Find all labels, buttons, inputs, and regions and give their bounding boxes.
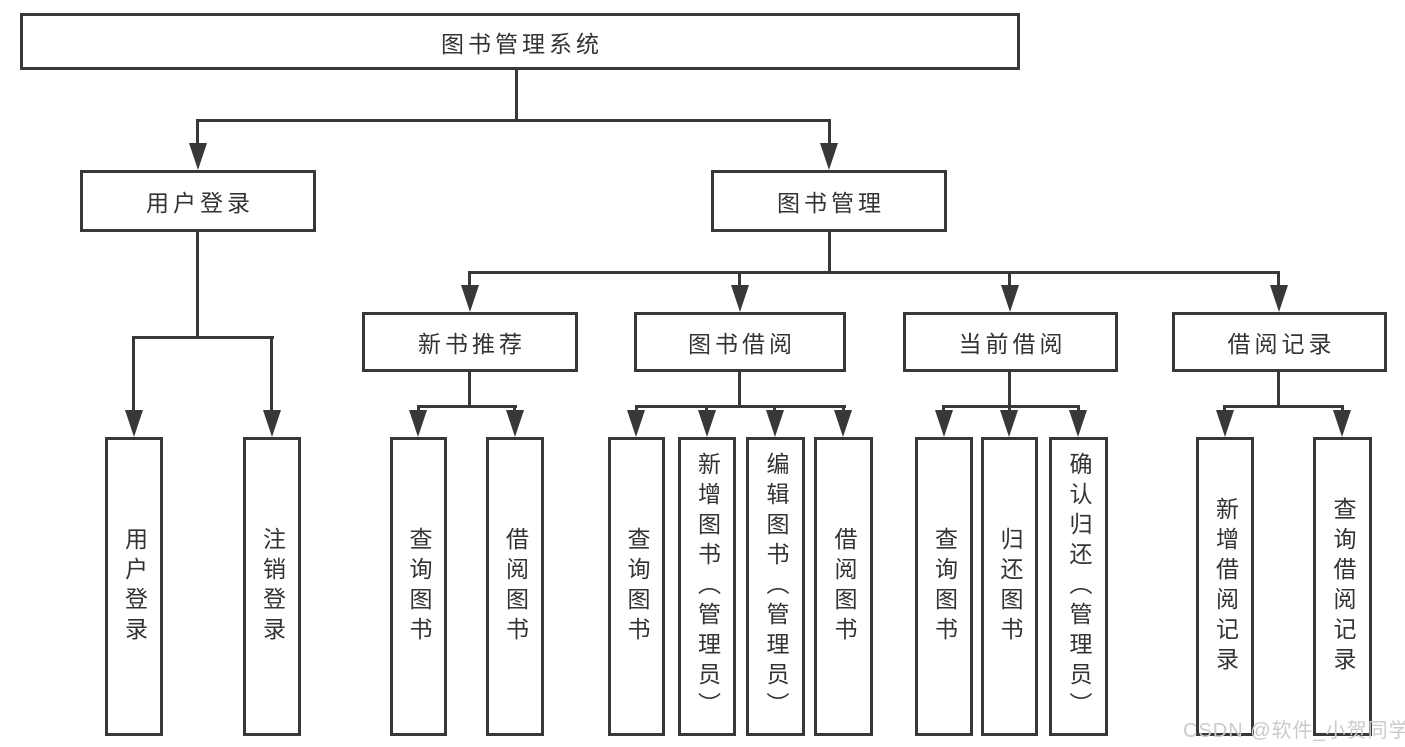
connector-line	[738, 372, 741, 408]
node-current-borrow: 当前借阅	[903, 312, 1118, 372]
leaf-confirm-return-admin: 确认归还（管理员）	[1049, 437, 1108, 736]
connector-line	[270, 336, 273, 414]
leaf-user-login: 用户登录	[105, 437, 163, 736]
connector-line	[942, 405, 945, 414]
arrow-head-icon	[189, 143, 207, 170]
leaf-label: 用户登录	[121, 526, 148, 647]
connector-line	[513, 405, 516, 414]
connector-line	[468, 271, 1280, 274]
connector-line	[468, 372, 471, 408]
node-new-book-recommend: 新书推荐	[362, 312, 578, 372]
connector-line	[635, 405, 846, 408]
arrow-head-icon	[263, 410, 281, 437]
connector-line	[132, 336, 135, 414]
arrow-head-icon	[935, 410, 953, 437]
arrow-head-icon	[698, 410, 716, 437]
leaf-label: 编辑图书（管理员）	[763, 451, 789, 722]
connector-line	[1223, 405, 1226, 414]
connector-line	[1077, 405, 1080, 414]
connector-line	[1277, 372, 1280, 408]
arrow-head-icon	[627, 410, 645, 437]
connector-line	[196, 232, 199, 339]
connector-line	[196, 119, 199, 147]
connector-line	[738, 271, 741, 289]
connector-line	[515, 70, 518, 122]
connector-line	[828, 232, 831, 274]
connector-line	[1008, 405, 1011, 414]
leaf-label: 借阅图书	[502, 526, 529, 647]
leaf-label: 归还图书	[997, 526, 1023, 647]
connector-line	[635, 405, 638, 414]
leaf-label: 查询借阅记录	[1330, 496, 1356, 677]
arrow-head-icon	[1001, 285, 1019, 312]
leaf-add-borrow-record: 新增借阅记录	[1196, 437, 1254, 736]
leaf-logout: 注销登录	[243, 437, 301, 736]
arrow-head-icon	[1000, 410, 1018, 437]
leaf-label: 查询图书	[931, 526, 958, 647]
connector-line	[773, 405, 776, 414]
leaf-query-books-recommend: 查询图书	[390, 437, 447, 736]
connector-line	[196, 119, 831, 122]
arrow-head-icon	[1216, 410, 1234, 437]
node-book-management: 图书管理	[711, 170, 947, 232]
arrow-head-icon	[766, 410, 784, 437]
leaf-borrow-books: 借阅图书	[814, 437, 873, 736]
connector-line	[1008, 372, 1011, 408]
arrow-head-icon	[125, 410, 143, 437]
watermark: CSDN @软件_小贺同学	[1183, 720, 1405, 742]
connector-line	[1223, 405, 1344, 408]
connector-line	[417, 405, 517, 408]
node-root: 图书管理系统	[20, 13, 1020, 70]
leaf-return-books: 归还图书	[981, 437, 1038, 736]
leaf-label: 查询图书	[406, 526, 432, 647]
connector-line	[417, 405, 420, 414]
leaf-label: 查询图书	[624, 526, 650, 647]
arrow-head-icon	[461, 285, 479, 312]
leaf-query-books-current: 查询图书	[915, 437, 973, 736]
leaf-query-books-borrow: 查询图书	[608, 437, 665, 736]
leaf-label: 注销登录	[259, 526, 286, 647]
arrow-head-icon	[1270, 285, 1288, 312]
leaf-edit-books-admin: 编辑图书（管理员）	[746, 437, 805, 736]
connector-line	[1277, 271, 1280, 289]
node-user-login: 用户登录	[80, 170, 316, 232]
leaf-add-books-admin: 新增图书（管理员）	[678, 437, 736, 736]
arrow-head-icon	[731, 285, 749, 312]
connector-line	[842, 405, 845, 414]
connector-line	[1008, 271, 1011, 289]
connector-line	[1341, 405, 1344, 414]
arrow-head-icon	[1333, 410, 1351, 437]
connector-line	[942, 405, 1080, 408]
leaf-label: 新增借阅记录	[1212, 496, 1239, 677]
arrow-head-icon	[1069, 410, 1087, 437]
arrow-head-icon	[409, 410, 427, 437]
node-borrow-records: 借阅记录	[1172, 312, 1387, 372]
connector-line	[828, 119, 831, 147]
leaf-label: 确认归还（管理员）	[1066, 451, 1092, 722]
connector-line	[132, 336, 274, 339]
arrow-head-icon	[506, 410, 524, 437]
leaf-label: 新增图书（管理员）	[694, 451, 721, 722]
connector-line	[468, 271, 471, 289]
leaf-label: 借阅图书	[831, 526, 857, 647]
arrow-head-icon	[820, 143, 838, 170]
leaf-query-borrow-record: 查询借阅记录	[1313, 437, 1372, 736]
node-book-borrow: 图书借阅	[634, 312, 846, 372]
arrow-head-icon	[834, 410, 852, 437]
leaf-borrow-books-recommend: 借阅图书	[486, 437, 544, 736]
connector-line	[705, 405, 708, 414]
